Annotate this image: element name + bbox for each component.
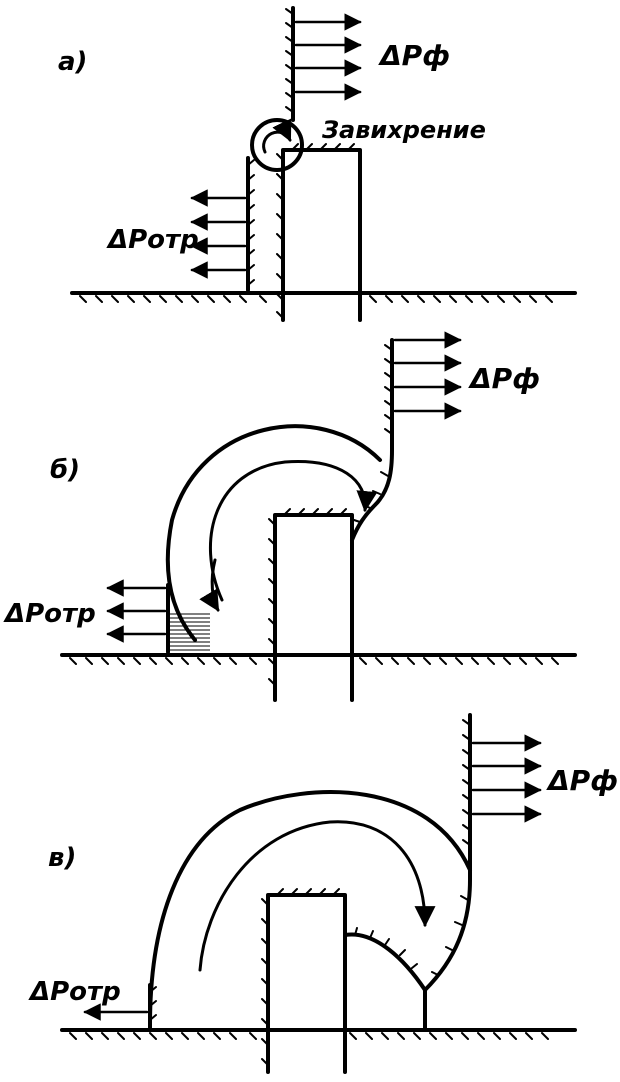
panel-a-obstacle — [276, 143, 362, 322]
panel-a-vortex — [250, 118, 304, 172]
panel-b-vortex-flow — [165, 424, 382, 642]
panel-a: а) ΔPф Завихрение — [58, 6, 577, 322]
panel-a-reflected-label: ΔPотр — [106, 225, 199, 255]
panel-a-front-wave — [285, 6, 362, 122]
panel-v: в) ΔPф ΔPотр — [28, 713, 618, 1074]
panel-v-front-wave — [343, 713, 542, 1030]
panel-b: б) ΔPф ΔPот — [3, 331, 577, 702]
panel-b-obstacle — [268, 508, 354, 702]
panel-b-reflected-label: ΔPотр — [3, 599, 96, 629]
panel-a-ground — [70, 291, 577, 303]
panel-v-letter: в) — [48, 843, 76, 873]
panel-v-reflected-wave — [83, 983, 157, 1030]
panel-a-vortex-label: Завихрение — [321, 116, 486, 144]
panel-b-ground — [60, 653, 577, 665]
panel-v-ground — [60, 1028, 577, 1040]
panel-b-front-label: ΔPф — [468, 362, 540, 395]
panel-a-reflected-wave — [190, 156, 255, 292]
panel-v-vortex-flow — [148, 790, 472, 1027]
panel-b-letter: б) — [50, 455, 80, 485]
panel-v-front-label: ΔPф — [546, 764, 618, 797]
panel-v-obstacle — [261, 888, 347, 1074]
panel-a-letter: а) — [58, 47, 87, 77]
panel-v-reflected-label: ΔPотр — [28, 977, 121, 1007]
panel-b-front-wave — [350, 331, 462, 542]
panel-a-front-label: ΔPф — [378, 39, 450, 72]
panel-b-reflected-wave — [106, 579, 210, 654]
